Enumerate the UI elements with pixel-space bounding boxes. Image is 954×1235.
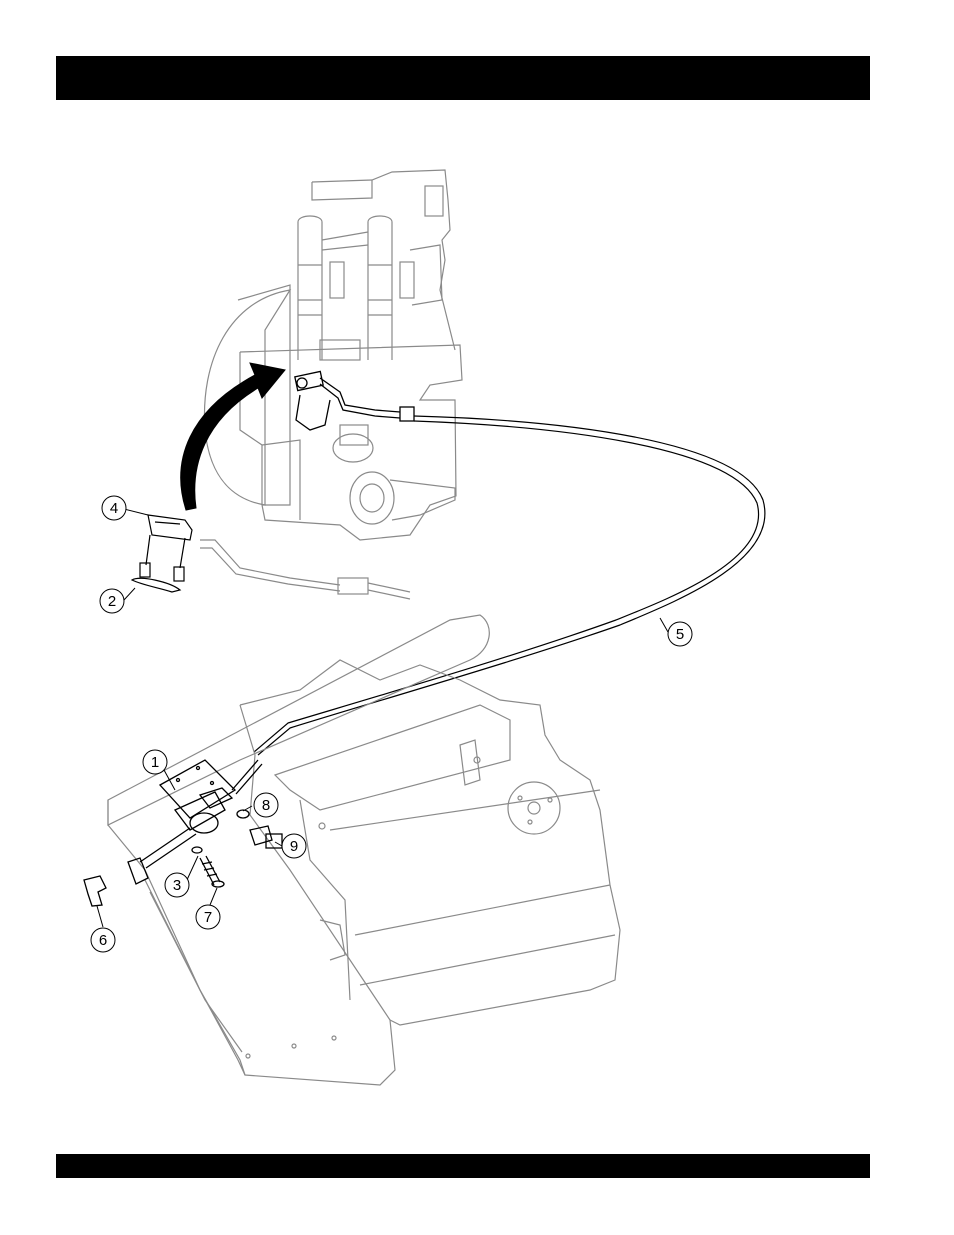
- callouts: [97, 509, 668, 927]
- callout-2-label: 2: [108, 593, 116, 610]
- callout-4: 4: [102, 496, 126, 520]
- callout-1-label: 1: [151, 754, 159, 771]
- callout-8-label: 8: [262, 797, 270, 814]
- callout-3: 3: [165, 873, 189, 897]
- pointer-arrow: [181, 363, 285, 510]
- engine-throttle-linkage: [295, 371, 414, 430]
- cable-clamp-parts: [132, 515, 192, 592]
- callout-6-label: 6: [99, 932, 107, 949]
- callout-1: 1: [143, 750, 167, 774]
- engine-drawing: [204, 170, 462, 540]
- callout-7: 7: [196, 905, 220, 929]
- callout-9-label: 9: [290, 838, 298, 855]
- throttle-cable: [254, 416, 765, 755]
- callout-7-label: 7: [204, 909, 212, 926]
- callout-9: 9: [282, 834, 306, 858]
- callout-5-label: 5: [676, 626, 684, 643]
- callout-3-label: 3: [173, 877, 181, 894]
- frame-drawing: [108, 615, 620, 1085]
- cable-end-detail: [200, 540, 410, 599]
- callout-4-label: 4: [110, 500, 118, 517]
- callout-2: 2: [100, 589, 124, 613]
- callout-8: 8: [254, 793, 278, 817]
- callout-5: 5: [668, 622, 692, 646]
- callout-6: 6: [91, 928, 115, 952]
